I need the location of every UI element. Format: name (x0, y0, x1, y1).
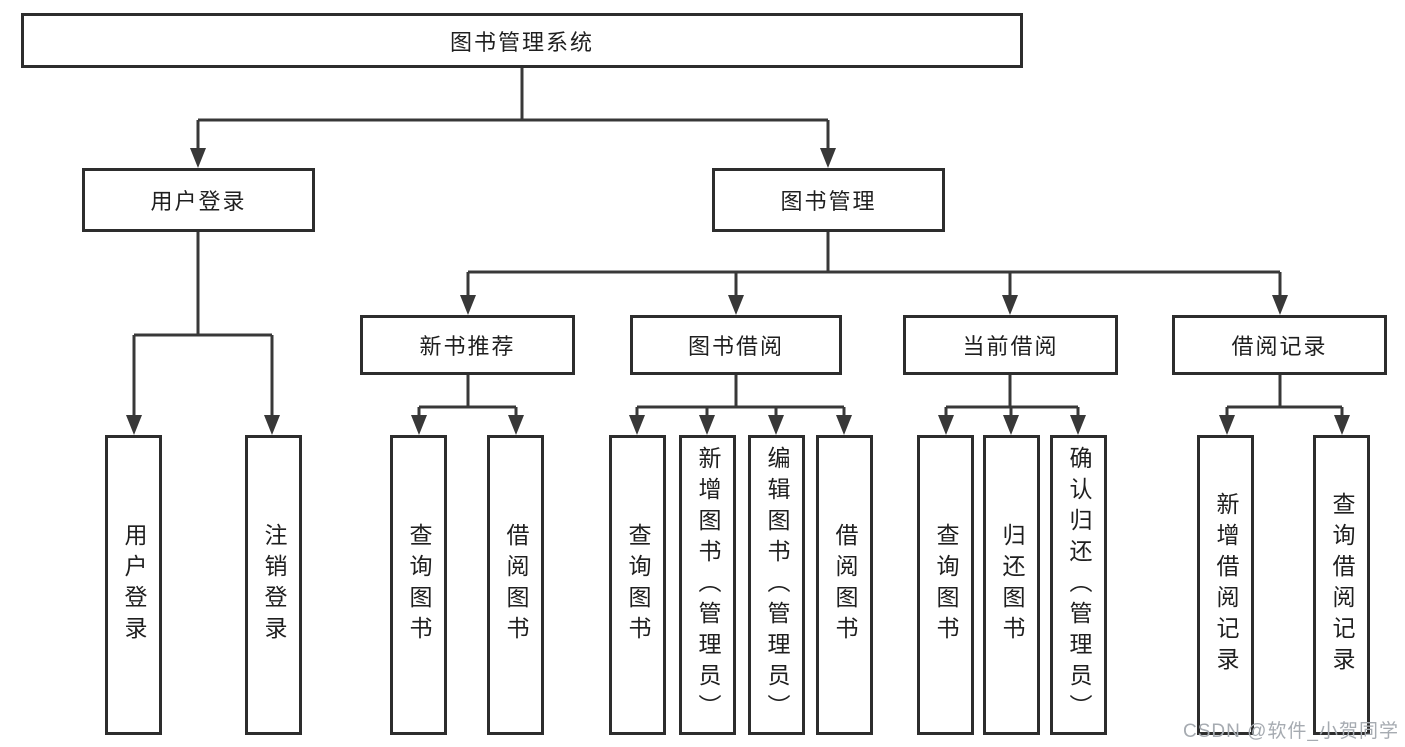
node-label: 图书管理 (780, 189, 877, 214)
node-label: 借阅图书 (832, 523, 858, 647)
leaf-return-books: 归还图书 (983, 435, 1040, 735)
leaf-logout-login: 注销登录 (245, 435, 302, 735)
node-label: 查询借阅记录 (1329, 492, 1355, 678)
leaf-confirm-return-admin: 确认归还（管理员） (1050, 435, 1107, 735)
leaf-query-books-borrowing: 查询图书 (609, 435, 666, 735)
leaf-add-borrow-record: 新增借阅记录 (1197, 435, 1254, 735)
node-label: 用户登录 (121, 523, 147, 647)
node-label: 查询图书 (933, 523, 959, 647)
node-label: 归还图书 (999, 523, 1025, 647)
node-new-book-recommendation: 新书推荐 (360, 315, 575, 375)
node-book-management: 图书管理 (712, 168, 945, 232)
leaf-edit-books-admin: 编辑图书（管理员） (748, 435, 805, 735)
node-label: 查询图书 (406, 523, 432, 647)
node-label: 借阅图书 (503, 523, 529, 647)
node-label: 新增借阅记录 (1213, 492, 1239, 678)
node-label: 确认归还（管理员） (1066, 445, 1092, 725)
node-current-borrowing: 当前借阅 (903, 315, 1118, 375)
node-label: 查询图书 (625, 523, 651, 647)
node-label: 注销登录 (261, 523, 287, 647)
leaf-query-borrow-record: 查询借阅记录 (1313, 435, 1370, 735)
leaf-query-books-recommend: 查询图书 (390, 435, 447, 735)
leaf-user-login: 用户登录 (105, 435, 162, 735)
node-label: 新书推荐 (419, 334, 516, 359)
node-label: 图书借阅 (687, 334, 784, 359)
node-book-borrowing: 图书借阅 (630, 315, 842, 375)
leaf-borrow-books-borrowing: 借阅图书 (816, 435, 873, 735)
node-label: 编辑图书（管理员） (764, 445, 790, 725)
node-borrowing-records: 借阅记录 (1172, 315, 1387, 375)
node-label: 用户登录 (150, 189, 247, 214)
node-label: 新增图书（管理员） (695, 445, 721, 725)
node-label: 借阅记录 (1231, 334, 1328, 359)
node-label: 图书管理系统 (449, 29, 594, 55)
node-user-login: 用户登录 (82, 168, 315, 232)
leaf-add-books-admin: 新增图书（管理员） (679, 435, 736, 735)
node-library-system: 图书管理系统 (21, 13, 1023, 68)
node-label: 当前借阅 (962, 334, 1059, 359)
watermark: CSDN @软件_小贺同学 (1183, 721, 1399, 742)
leaf-borrow-books-recommend: 借阅图书 (487, 435, 544, 735)
leaf-query-books-current: 查询图书 (917, 435, 974, 735)
